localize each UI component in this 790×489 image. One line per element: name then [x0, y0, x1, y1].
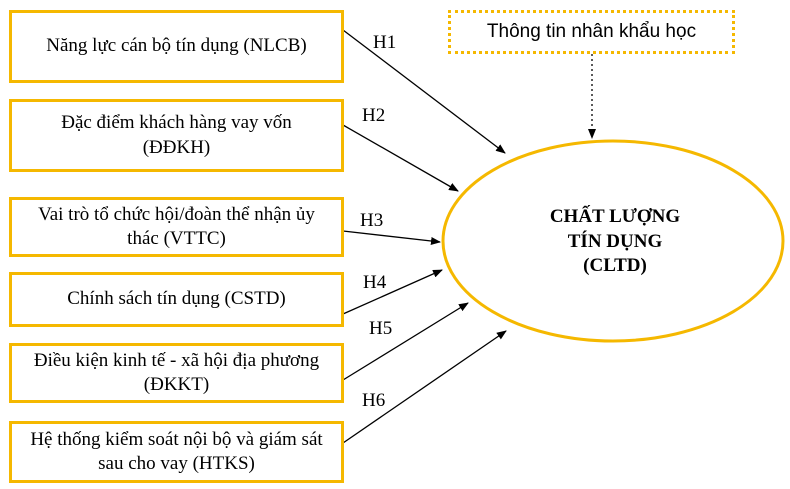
outcome-line-3: (CLTD): [583, 255, 647, 277]
outcome-label: CHẤT LƯỢNG TÍN DỤNG (CLTD): [500, 205, 730, 279]
factor-text-ddkh: Đặc điểm khách hàng vay vốn (ĐĐKH): [61, 112, 292, 158]
control-text: Thông tin nhân khẩu học: [486, 21, 697, 42]
factor-text-vttc: Vai trò tổ chức hội/đoàn thể nhận ủy thá…: [38, 203, 315, 249]
hypothesis-label-h4: H4: [363, 272, 387, 293]
outcome-line-1: CHẤT LƯỢNG: [549, 206, 681, 227]
factor-box-vttc: Vai trò tổ chức hội/đoàn thể nhận ủy thá…: [9, 197, 344, 257]
factor-box-cstd: Chính sách tín dụng (CSTD): [9, 272, 344, 327]
factor-box-dkkt: Điều kiện kinh tế - xã hội địa phương (Đ…: [9, 343, 344, 403]
arrow-h6: [342, 330, 507, 444]
outcome-ellipse: [441, 139, 785, 343]
arrow-h3: [342, 230, 441, 245]
hypothesis-label-h3: H3: [360, 210, 384, 231]
factor-text-dkkt: Điều kiện kinh tế - xã hội địa phương (Đ…: [33, 349, 320, 395]
hypothesis-label-h5: H5: [369, 318, 393, 339]
factor-box-htks: Hệ thống kiểm soát nội bộ và giám sát sa…: [9, 421, 344, 483]
factor-box-ddkh: Đặc điểm khách hàng vay vốn (ĐĐKH): [9, 99, 344, 172]
factor-text-htks: Hệ thống kiểm soát nội bộ và giám sát sa…: [30, 428, 323, 474]
factor-box-nlcb: Năng lực cán bộ tín dụng (NLCB): [9, 10, 344, 83]
arrow-h4: [342, 269, 443, 315]
hypothesis-label-h2: H2: [362, 105, 386, 126]
hypothesis-label-h1: H1: [373, 32, 397, 53]
outcome-line-2: TÍN DỤNG: [567, 230, 663, 252]
arrow-h2: [342, 124, 459, 192]
arrow-h1: [342, 29, 506, 154]
arrow-h5: [342, 302, 469, 381]
control-box: Thông tin nhân khẩu học: [448, 10, 735, 54]
factor-text-nlcb: Năng lực cán bộ tín dụng (NLCB): [46, 35, 307, 57]
hypothesis-label-h6: H6: [362, 390, 386, 411]
factor-text-cstd: Chính sách tín dụng (CSTD): [67, 288, 286, 310]
